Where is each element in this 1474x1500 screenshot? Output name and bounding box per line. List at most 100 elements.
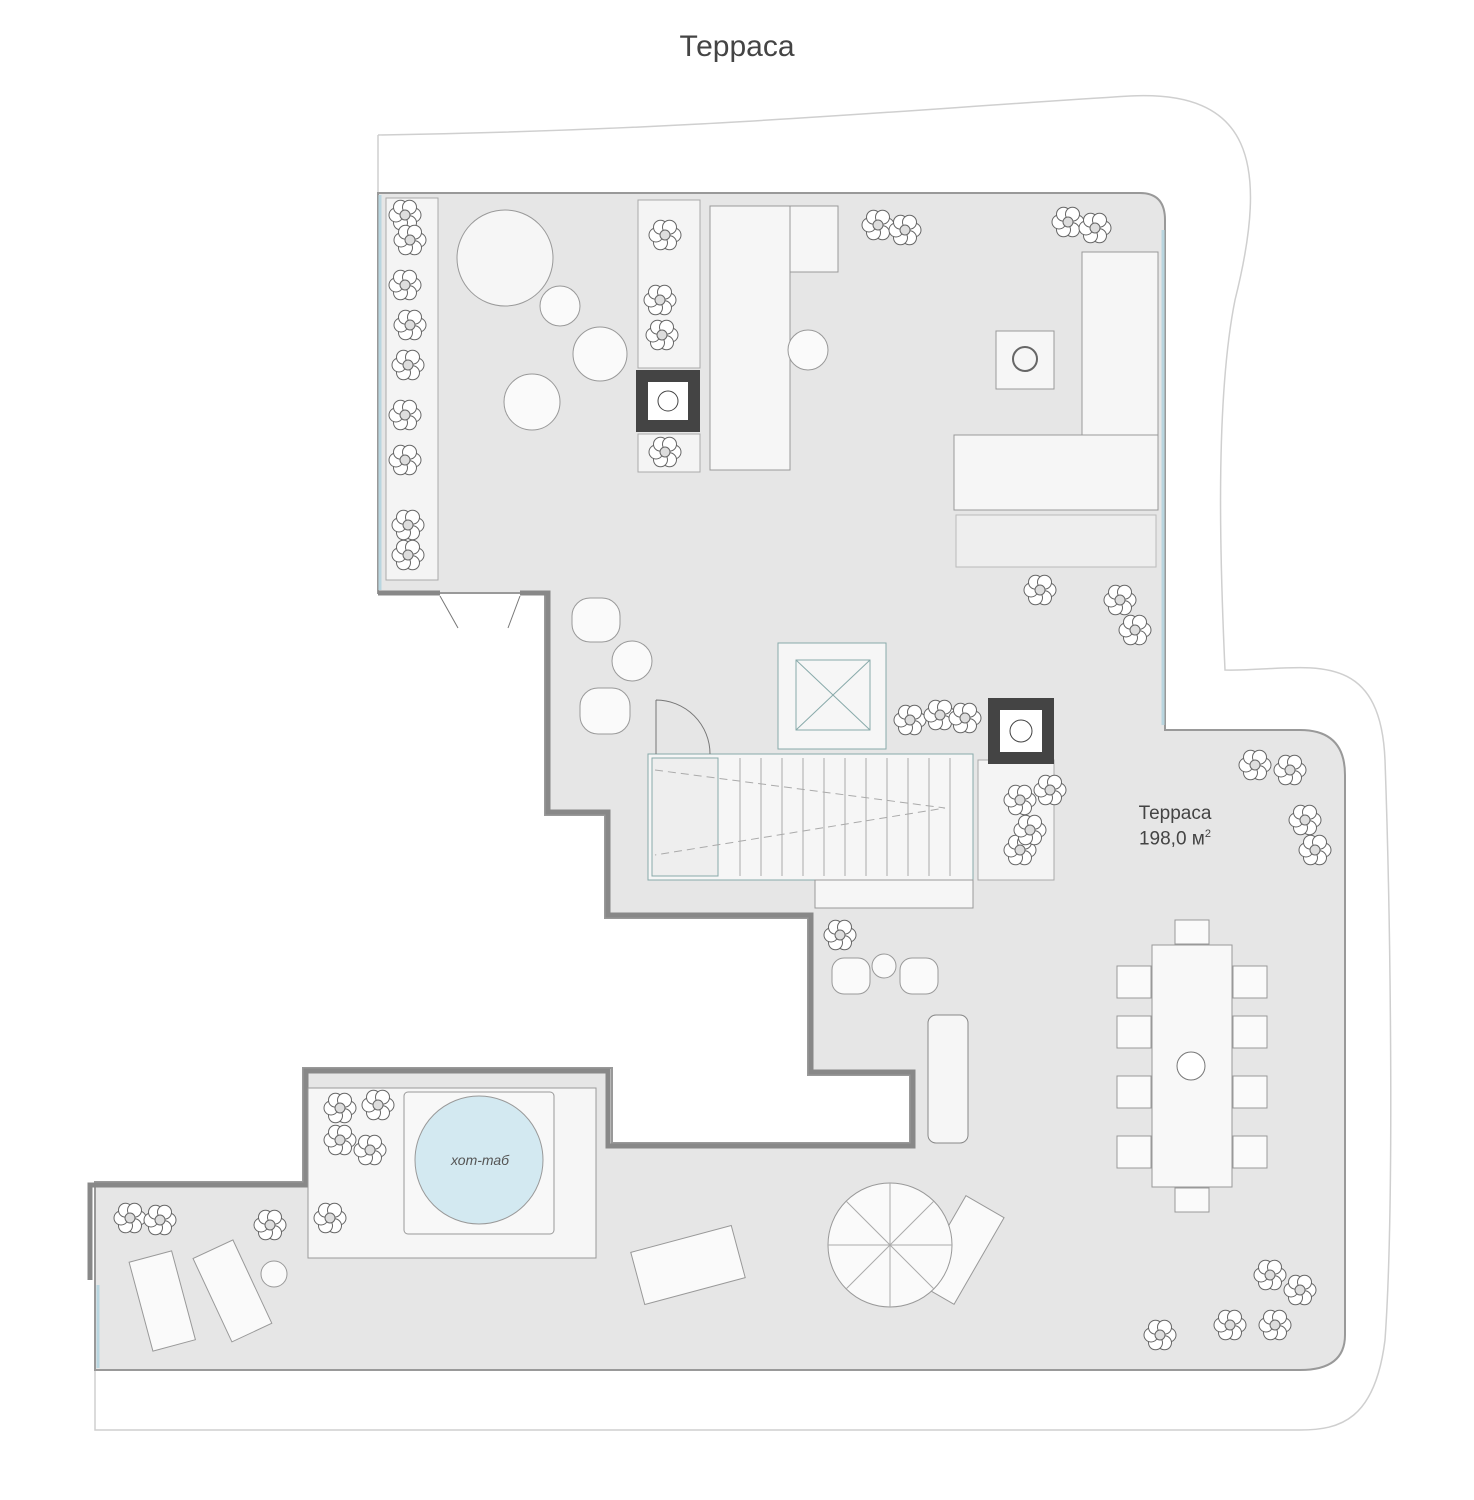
plant-icon bbox=[253, 1209, 287, 1241]
plant-icon bbox=[391, 509, 425, 541]
plant-center bbox=[1269, 1319, 1281, 1331]
plant-center bbox=[264, 1219, 276, 1231]
plant-center bbox=[399, 454, 411, 466]
plant-icon bbox=[323, 1092, 357, 1124]
side-table bbox=[995, 330, 1055, 390]
hot-tub-label: хот-таб bbox=[450, 1152, 510, 1168]
plant-icon bbox=[643, 284, 677, 316]
plant-center bbox=[1299, 814, 1311, 826]
stair-steps bbox=[739, 758, 951, 876]
plant-icon bbox=[393, 224, 427, 256]
dining-chair bbox=[1232, 1015, 1268, 1049]
plant-center bbox=[899, 224, 911, 236]
plant-center bbox=[334, 1102, 346, 1114]
plant-center bbox=[124, 1212, 136, 1224]
plant-center bbox=[1114, 594, 1126, 606]
plant-center bbox=[404, 319, 416, 331]
umbrella-rib bbox=[889, 1200, 935, 1246]
plant-center bbox=[959, 712, 971, 724]
plant-center bbox=[324, 1212, 336, 1224]
armchairs bbox=[571, 597, 939, 995]
plant-icon bbox=[361, 1089, 395, 1121]
vent-grille bbox=[814, 879, 974, 909]
door-swing bbox=[439, 595, 521, 629]
plant-icon bbox=[143, 1204, 177, 1236]
plant-center bbox=[934, 709, 946, 721]
plant-center bbox=[372, 1099, 384, 1111]
plant-icon bbox=[1253, 1259, 1287, 1291]
umbrella-rib bbox=[889, 1244, 935, 1290]
plant-icon bbox=[1238, 749, 1272, 781]
plant-icon bbox=[388, 444, 422, 476]
terrace-area: 198,0 м2 bbox=[1138, 828, 1211, 850]
umbrella-rib bbox=[845, 1200, 891, 1246]
plant-center bbox=[1034, 584, 1046, 596]
plant-icon bbox=[353, 1134, 387, 1166]
round-chair bbox=[456, 209, 554, 307]
plant-center bbox=[402, 519, 414, 531]
plant-icon bbox=[1273, 754, 1307, 786]
plant-icon bbox=[391, 349, 425, 381]
plant-center bbox=[1024, 824, 1036, 836]
plant-center bbox=[1062, 216, 1074, 228]
glass-railing bbox=[96, 195, 1165, 1368]
plant-icon bbox=[1051, 206, 1085, 238]
plant-center bbox=[1044, 784, 1056, 796]
plant-center bbox=[404, 234, 416, 246]
stair-direction bbox=[654, 769, 946, 856]
plant-icon bbox=[861, 209, 895, 241]
plant-center bbox=[364, 1144, 376, 1156]
plant-icon bbox=[1283, 1274, 1317, 1306]
plant-icon bbox=[893, 704, 927, 736]
plant-center bbox=[656, 329, 668, 341]
staircase bbox=[647, 753, 974, 881]
dining-chair bbox=[1116, 1015, 1152, 1049]
plant-center bbox=[904, 714, 916, 726]
plant-icon bbox=[1103, 584, 1137, 616]
plant-icon bbox=[388, 269, 422, 301]
sofa bbox=[709, 205, 839, 471]
dining-chair bbox=[1116, 1075, 1152, 1109]
dining-chair bbox=[1232, 965, 1268, 999]
dining-chair bbox=[1116, 965, 1152, 999]
plant-center bbox=[1014, 794, 1026, 806]
plant-center bbox=[872, 219, 884, 231]
decor-icon bbox=[1012, 346, 1038, 372]
dining-chair bbox=[1232, 1135, 1268, 1169]
plant-icon bbox=[1078, 212, 1112, 244]
plant-center bbox=[402, 359, 414, 371]
plant-center bbox=[1309, 844, 1321, 856]
plant-center bbox=[1129, 624, 1141, 636]
plant-center bbox=[654, 294, 666, 306]
plant-center bbox=[399, 409, 411, 421]
plant-icon bbox=[1003, 784, 1037, 816]
poufs bbox=[260, 285, 897, 1288]
plant-center bbox=[1249, 759, 1261, 771]
plant-icon bbox=[113, 1202, 147, 1234]
plant-icon bbox=[313, 1202, 347, 1234]
plant-icon bbox=[645, 319, 679, 351]
plant-icon bbox=[393, 309, 427, 341]
plant-icon bbox=[648, 436, 682, 468]
plant-icon bbox=[388, 199, 422, 231]
plant-icon bbox=[948, 702, 982, 734]
plant-center bbox=[334, 1134, 346, 1146]
plant-center bbox=[834, 929, 846, 941]
plant-icon bbox=[1118, 614, 1152, 646]
dining-chair bbox=[1116, 1135, 1152, 1169]
page-title: Терраса bbox=[679, 30, 795, 63]
plant-icon bbox=[1288, 804, 1322, 836]
bbq-grill bbox=[927, 1014, 969, 1144]
plant-icon bbox=[1143, 1319, 1177, 1351]
plant-icon bbox=[648, 219, 682, 251]
hot-tub bbox=[414, 1095, 544, 1225]
plant-center bbox=[399, 279, 411, 291]
plant-icon bbox=[391, 539, 425, 571]
parapet-wall bbox=[87, 590, 916, 1280]
plant-icon bbox=[1213, 1309, 1247, 1341]
dining-chair bbox=[1174, 919, 1210, 945]
plant-center bbox=[402, 549, 414, 561]
plant-center bbox=[659, 229, 671, 241]
plant-icon bbox=[1013, 814, 1047, 846]
